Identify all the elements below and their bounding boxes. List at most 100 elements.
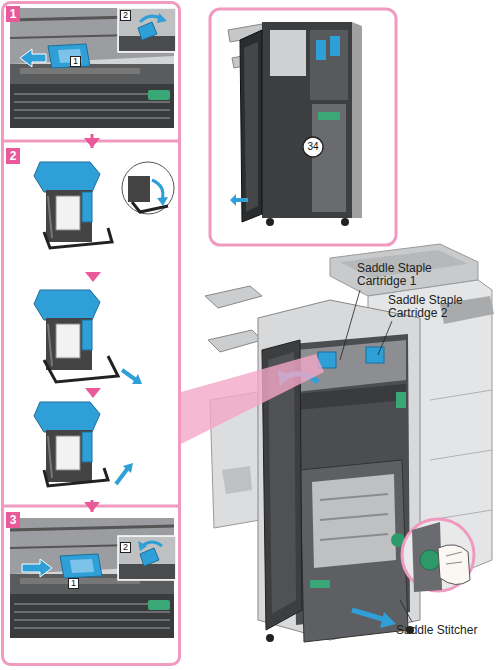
step2-illustration-part [85, 272, 101, 282]
mfp-with-finisher [205, 244, 494, 642]
inset-number: 1 [70, 56, 81, 67]
callout-wedge-part [181, 354, 324, 444]
leader-lines-part [340, 290, 360, 360]
mfp-with-finisher-part [402, 519, 474, 591]
inset-number: 2 [120, 542, 131, 553]
part-label: Saddle Stitcher [396, 624, 496, 637]
step-arrow-line [91, 134, 94, 148]
step3-illustration-part [70, 559, 94, 573]
leader-lines-part [378, 321, 392, 355]
step2-illustration-part [85, 388, 101, 398]
step2-illustration-part [44, 356, 118, 382]
step3-illustration-part [138, 541, 147, 551]
mfp-with-finisher-part [380, 612, 396, 628]
step3-illustration-part [140, 548, 159, 566]
step1-illustration-part [48, 44, 90, 68]
mfp-with-finisher-part [300, 460, 408, 642]
mfp-with-finisher-part [420, 550, 440, 570]
mfp-with-finisher-part [208, 330, 262, 352]
step3-illustration-part [119, 564, 175, 579]
mfp-with-finisher-part [312, 474, 396, 568]
finisher-front-view-part [266, 218, 274, 226]
mfp-with-finisher-part [430, 390, 492, 520]
part-label: Saddle Staple Cartridge 1 [357, 262, 449, 288]
mfp-with-finisher-part [446, 552, 462, 564]
step2-illustration [34, 162, 174, 486]
finisher-front-view-part [270, 30, 306, 76]
leader-lines [340, 290, 412, 622]
finisher-front-view-part [330, 36, 340, 56]
step1-illustration-part [157, 13, 167, 23]
finisher-front-view-part [318, 112, 340, 120]
step-panel: 1 1 2 [6, 6, 178, 134]
step-frame [3, 3, 180, 665]
step2-illustration-part [122, 370, 136, 380]
finisher-front-view-part [240, 30, 262, 222]
step2-illustration-part [122, 162, 174, 214]
step1-illustration [10, 8, 176, 128]
step3-illustration-part [118, 536, 176, 580]
mfp-with-finisher-part [412, 522, 442, 592]
leader-lines-part [400, 600, 412, 622]
step-frame-part [3, 3, 180, 665]
callout-circle: 34 [302, 136, 324, 158]
step3-illustration-part [22, 559, 52, 577]
step2-illustration-part [132, 374, 142, 384]
mfp-with-finisher-part [222, 466, 252, 494]
finisher-front-view-part [352, 22, 362, 218]
inset-step-number: 1 [68, 578, 79, 589]
mfp-with-finisher-part [320, 494, 388, 540]
step-frame-part [3, 141, 179, 506]
inset-number: 2 [120, 10, 131, 21]
part-label: Saddle Staple Cartridge 2 [388, 294, 480, 320]
finisher-front-view-part [262, 22, 352, 218]
mfp-with-finisher-part [266, 634, 274, 642]
step1-illustration-part [118, 8, 176, 52]
step2-illustration-part [34, 290, 100, 370]
mfp-with-finisher-part [366, 347, 384, 363]
step-arrow [84, 134, 100, 148]
step-arrow-line [91, 500, 94, 512]
step-arrow [84, 500, 100, 512]
step2-illustration-part [44, 468, 108, 486]
finisher-front-view-part [341, 218, 349, 226]
step2-illustration-part [157, 197, 168, 206]
finisher-front-view-part [244, 42, 258, 212]
callout-circle-shape [303, 137, 323, 157]
inset-number: 1 [68, 578, 79, 589]
step2-illustration-part [123, 463, 133, 473]
step2-illustration-part [152, 180, 163, 200]
finisher-front-view-part [310, 30, 348, 100]
step2-illustration-part [44, 228, 112, 248]
step1-illustration-part [138, 22, 157, 40]
callout-wedge [181, 354, 324, 444]
finisher-front-view-part [312, 104, 346, 212]
mfp-with-finisher-part [310, 580, 330, 588]
arrow-head [84, 502, 100, 512]
mfp-with-finisher-part [296, 384, 406, 410]
step-number: 1 [6, 6, 20, 22]
finisher-front-view [210, 9, 396, 245]
step2-illustration-part [34, 402, 100, 482]
step-panel: 3 1 2 [6, 512, 178, 662]
mfp-with-finisher-part [438, 545, 470, 585]
callout-number: 34 [302, 136, 324, 158]
step-number: 2 [6, 148, 20, 164]
mfp-with-finisher-part [205, 286, 262, 308]
step1-illustration-part [10, 8, 174, 128]
step2-illustration-part [128, 176, 150, 202]
step-number: 3 [6, 512, 20, 528]
finisher-front-view-part [316, 40, 326, 60]
step2-illustration-part [116, 468, 128, 484]
step3-illustration-part [60, 554, 102, 578]
inset-step-number: 1 [70, 56, 81, 67]
step-panel: 2 [6, 148, 178, 500]
inset-step-number: 2 [120, 542, 131, 553]
mfp-with-finisher-part [396, 392, 406, 408]
arrow-head [84, 138, 100, 148]
step3-illustration [10, 518, 176, 638]
finisher-front-view-part [230, 194, 248, 206]
